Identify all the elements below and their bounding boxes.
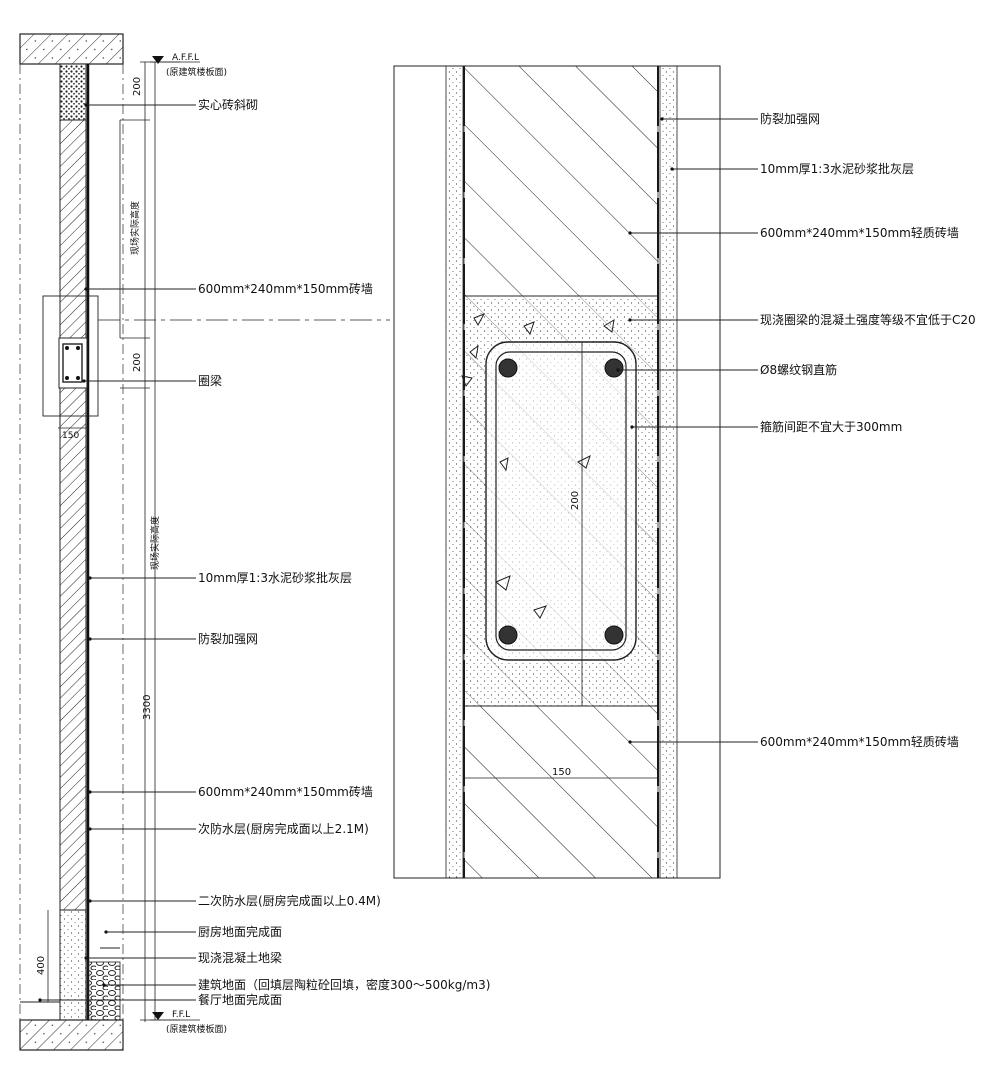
right-leader-dot-6 bbox=[628, 740, 632, 744]
left-label-5: 600mm*240mm*150mm砖墙 bbox=[198, 784, 373, 799]
solid-brick-oblique bbox=[59, 63, 87, 121]
dim-150: 150 bbox=[62, 431, 79, 441]
upper-brick bbox=[463, 65, 659, 297]
pebble-fill bbox=[87, 961, 121, 1021]
right-leader-dot-0 bbox=[660, 117, 664, 121]
left-leader-dot-5 bbox=[88, 790, 92, 794]
left-leader-dot-6 bbox=[88, 827, 92, 831]
right-label-0: 防裂加强网 bbox=[760, 111, 820, 126]
left-leader-dot-2 bbox=[82, 379, 86, 383]
lower-brick bbox=[463, 705, 659, 879]
left-label-11: 餐厅地面完成面 bbox=[198, 992, 282, 1007]
right-leader-dot-4 bbox=[616, 368, 620, 372]
dim-400: 400 bbox=[36, 956, 47, 975]
left-leader-dot-10 bbox=[102, 983, 106, 987]
ground-beam bbox=[59, 909, 87, 1021]
stirrup bbox=[485, 341, 637, 661]
right-leader-dot-1 bbox=[670, 167, 674, 171]
vertical-text-1: 现场实际高度 bbox=[129, 201, 141, 255]
left-label-8: 厨房地面完成面 bbox=[198, 924, 282, 939]
detail-callout-box bbox=[42, 295, 99, 417]
left-leader-dot-3 bbox=[88, 576, 92, 580]
left-leader-dot-11 bbox=[38, 998, 42, 1002]
right-label-5: 箍筋间距不宜大于300mm bbox=[760, 419, 902, 434]
left-label-2: 圈梁 bbox=[198, 373, 222, 388]
dim-200-mid: 200 bbox=[132, 353, 143, 372]
left-leader-dot-9 bbox=[84, 956, 88, 960]
right-leader-dot-5 bbox=[630, 425, 634, 429]
dim-200-top: 200 bbox=[132, 77, 143, 96]
left-label-4: 防裂加强网 bbox=[198, 631, 258, 646]
left-label-10: 建筑地面（回填层陶粒砼回填，密度300～500kg/m3) bbox=[198, 977, 490, 992]
right-leader-dot-3 bbox=[628, 318, 632, 322]
bottom-slab bbox=[19, 1019, 124, 1051]
plaster-right bbox=[659, 65, 678, 879]
right-labels: 防裂加强网 10mm厚1:3水泥砂浆批灰层 600mm*240mm*150mm轻质砖… bbox=[760, 111, 976, 749]
left-leader-dot-0 bbox=[84, 103, 88, 107]
afl-note: (原建筑楼板面) bbox=[166, 66, 227, 78]
left-section: A.F.F.L (原建筑楼板面) F.F.L (原建筑楼板面) 200 200 … bbox=[19, 33, 490, 1051]
afl-code: A.F.F.L bbox=[172, 53, 199, 63]
right-leaders bbox=[616, 117, 758, 744]
left-label-3: 10mm厚1:3水泥砂浆批灰层 bbox=[198, 570, 352, 585]
right-label-1: 10mm厚1:3水泥砂浆批灰层 bbox=[760, 161, 914, 176]
left-leader-dot-1 bbox=[84, 287, 88, 291]
rebar-group bbox=[498, 358, 624, 645]
left-label-0: 实心砖斜砌 bbox=[198, 97, 258, 112]
right-detail: 200 150 防裂加强网 10mm厚1:3水泥砂浆批灰层 600mm*240mm*… bbox=[393, 65, 976, 879]
brick-wall bbox=[59, 119, 87, 911]
left-leaders bbox=[38, 103, 196, 1002]
plaster-left bbox=[445, 65, 464, 879]
right-leader-dot-2 bbox=[628, 231, 632, 235]
ffl-note: (原建筑楼板面) bbox=[166, 1023, 227, 1035]
vertical-text-2: 现场实际高度 bbox=[149, 516, 161, 570]
right-label-4: Ø8螺纹钢直筋 bbox=[760, 362, 837, 377]
right-label-3: 现浇圈梁的混凝土强度等级不宜低于C20 bbox=[760, 312, 976, 327]
left-label-7: 二次防水层(厨房完成面以上0.4M) bbox=[198, 893, 381, 908]
right-label-2: 600mm*240mm*150mm轻质砖墙 bbox=[760, 225, 959, 240]
right-label-6: 600mm*240mm*150mm轻质砖墙 bbox=[760, 734, 959, 749]
left-label-6: 次防水层(厨房完成面以上2.1M) bbox=[198, 821, 369, 836]
left-label-1: 600mm*240mm*150mm砖墙 bbox=[198, 281, 373, 296]
left-leader-dot-4 bbox=[88, 637, 92, 641]
left-leader-dot-8 bbox=[104, 930, 108, 934]
left-label-9: 现浇混凝土地梁 bbox=[198, 950, 282, 965]
detail-dim-200: 200 bbox=[570, 491, 581, 510]
dim-3300: 3300 bbox=[142, 695, 153, 720]
left-leader-dot-7 bbox=[88, 899, 92, 903]
top-slab bbox=[19, 33, 124, 65]
ffl-code: F.F.L bbox=[172, 1010, 190, 1020]
detail-dim-150: 150 bbox=[552, 767, 571, 778]
